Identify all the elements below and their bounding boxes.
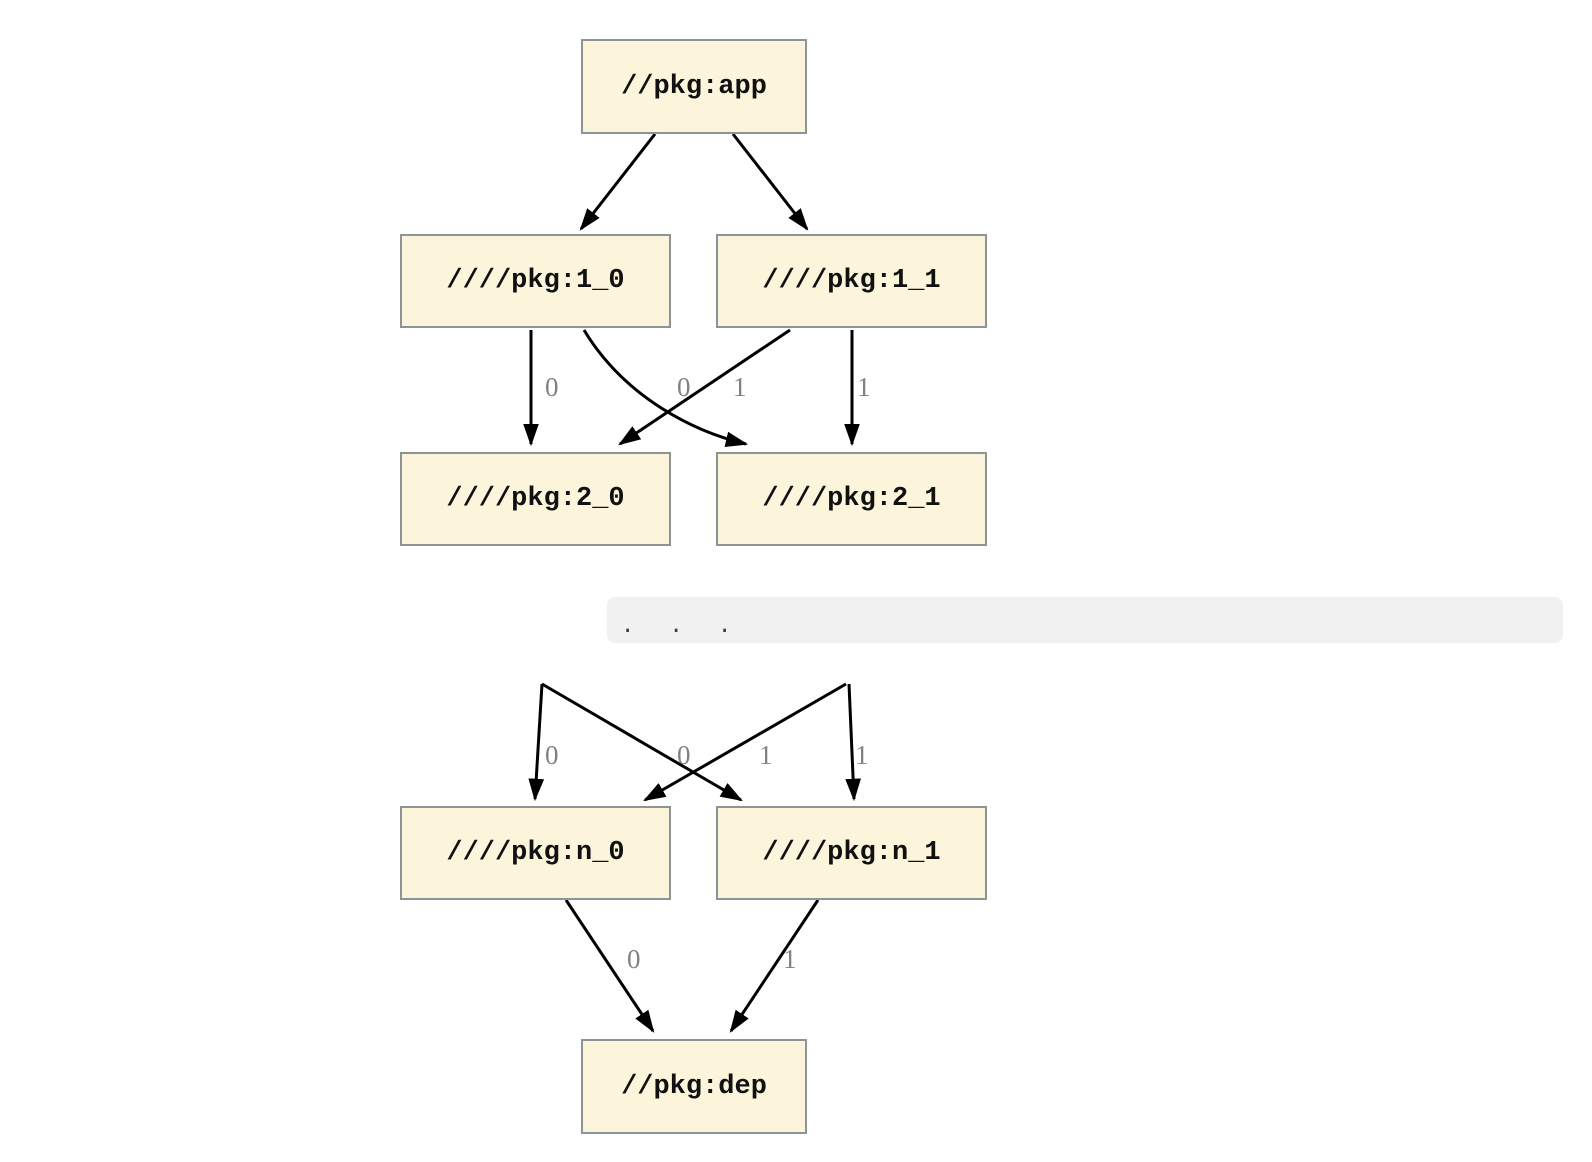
node-pkg-2-1: ////pkg:2_1 [716, 452, 987, 546]
edge-cut-left-to-n-0 [528, 683, 545, 802]
edge-label-1-1-to-2-1: 1 [857, 372, 871, 402]
edge-label-cut-left-to-n-1: 1 [759, 740, 773, 770]
edge-n-0-to-dep [564, 899, 655, 1033]
edge-1-1-to-2-0 [618, 328, 791, 446]
node-pkg-n-1-label: ////pkg:n_1 [762, 838, 941, 868]
node-pkg-1-0-label: ////pkg:1_0 [446, 266, 625, 296]
edge-1-0-to-2-1 [582, 329, 749, 448]
edge-label-n-1-to-dep: 1 [783, 944, 797, 974]
edge-cut-right-to-n-1 [845, 683, 861, 802]
edge-label-1-0-to-2-1: 1 [733, 372, 747, 402]
node-pkg-1-0: ////pkg:1_0 [400, 234, 671, 328]
edge-app-to-1-0 [579, 133, 657, 231]
ellipsis-bar: . . . [607, 597, 1563, 643]
edge-label-1-0-to-2-0: 0 [545, 372, 559, 402]
node-pkg-n-0-label: ////pkg:n_0 [446, 838, 625, 868]
node-pkg-dep: //pkg:dep [581, 1039, 807, 1134]
edge-cut-left-to-n-1 [541, 682, 743, 802]
node-pkg-n-0: ////pkg:n_0 [400, 806, 671, 900]
edge-cut-right-to-n-0 [643, 682, 847, 802]
edge-label-cut-right-to-n-0: 0 [677, 740, 691, 770]
ellipsis-text: . . . [621, 612, 743, 638]
node-pkg-2-0: ////pkg:2_0 [400, 452, 671, 546]
node-pkg-dep-label: //pkg:dep [621, 1071, 767, 1102]
edge-app-to-1-1 [731, 133, 809, 231]
edge-label-cut-right-to-n-1: 1 [855, 740, 869, 770]
node-pkg-2-1-label: ////pkg:2_1 [762, 484, 941, 514]
edge-label-n-0-to-dep: 0 [627, 944, 641, 974]
edge-n-1-to-dep [729, 899, 820, 1033]
edge-label-1-1-to-2-0: 0 [677, 372, 691, 402]
edge-label-cut-left-to-n-0: 0 [545, 740, 559, 770]
node-pkg-app: //pkg:app [581, 39, 807, 134]
node-pkg-app-label: //pkg:app [621, 71, 767, 102]
node-pkg-2-0-label: ////pkg:2_0 [446, 484, 625, 514]
node-pkg-1-1: ////pkg:1_1 [716, 234, 987, 328]
node-pkg-n-1: ////pkg:n_1 [716, 806, 987, 900]
node-pkg-1-1-label: ////pkg:1_1 [762, 266, 941, 296]
